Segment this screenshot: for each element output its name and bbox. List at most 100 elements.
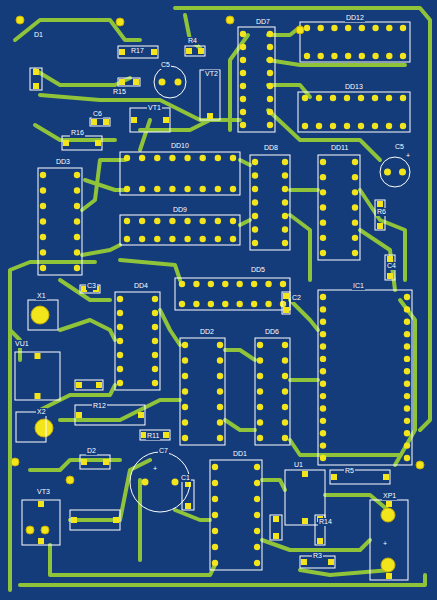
silkscreen-label: R16 <box>70 129 85 137</box>
pad <box>74 265 80 271</box>
silkscreen-label: C3 <box>86 282 97 290</box>
pad <box>182 435 188 441</box>
pad <box>257 373 263 379</box>
pad <box>377 223 383 229</box>
pad <box>252 159 258 165</box>
pad <box>252 172 258 178</box>
part-outline <box>70 510 120 530</box>
pad <box>117 380 123 386</box>
silkscreen-label: R4 <box>187 37 198 45</box>
part-outline <box>30 68 42 90</box>
pad <box>169 186 175 192</box>
pad <box>404 319 410 325</box>
terminal-pad <box>416 461 424 469</box>
connector-outline <box>16 412 46 442</box>
pad <box>71 517 77 523</box>
pad <box>400 123 406 129</box>
pad <box>230 155 236 161</box>
pad <box>254 560 260 566</box>
pad <box>138 412 144 418</box>
pad <box>185 503 191 509</box>
silkscreen-label: D1 <box>33 31 44 39</box>
trace <box>225 420 255 430</box>
ic-outline <box>318 290 412 465</box>
pad <box>33 83 39 89</box>
silkscreen-label: VT1 <box>147 104 162 112</box>
trace <box>40 385 115 410</box>
pad <box>182 357 188 363</box>
pad <box>320 368 326 374</box>
pad <box>74 218 80 224</box>
pad <box>404 418 410 424</box>
pad <box>40 234 46 240</box>
terminal-pad <box>381 508 395 522</box>
pad <box>179 281 185 287</box>
pad <box>257 388 263 394</box>
pad <box>163 432 169 438</box>
pad <box>352 250 358 256</box>
part-outline <box>118 78 140 86</box>
pad <box>267 83 273 89</box>
pad <box>320 159 326 165</box>
silkscreen-label: DD6 <box>264 328 280 336</box>
trace <box>35 125 115 140</box>
terminal-pad <box>381 558 395 572</box>
pad <box>91 119 97 125</box>
pad <box>320 442 326 448</box>
pad <box>400 95 406 101</box>
trace <box>185 15 200 48</box>
pad <box>331 25 337 31</box>
pad <box>119 49 125 55</box>
pad <box>40 172 46 178</box>
pad <box>318 53 324 59</box>
silkscreen-label: DD5 <box>250 266 266 274</box>
pad <box>38 538 44 544</box>
pad <box>193 301 199 307</box>
trace <box>268 110 380 160</box>
pad <box>152 366 158 372</box>
silkscreen-label: DD4 <box>133 282 149 290</box>
pad <box>257 404 263 410</box>
pad <box>404 380 410 386</box>
pad <box>320 319 326 325</box>
trace <box>360 230 395 290</box>
pad <box>320 418 326 424</box>
part-outline <box>140 430 170 440</box>
pad <box>124 236 130 242</box>
pad <box>152 310 158 316</box>
silkscreen-label: DD7 <box>255 18 271 26</box>
silkscreen-label: X1 <box>36 292 47 300</box>
pad <box>252 240 258 246</box>
pad <box>200 236 206 242</box>
pad <box>302 95 308 101</box>
ic-outline <box>255 338 290 445</box>
pad <box>265 301 271 307</box>
part-outline <box>75 380 103 390</box>
trace <box>60 280 110 300</box>
pad <box>117 310 123 316</box>
silkscreen-label: C1 <box>180 474 191 482</box>
pad <box>282 357 288 363</box>
pad <box>207 113 213 119</box>
pad <box>222 301 228 307</box>
pad <box>217 435 223 441</box>
pad <box>159 79 166 86</box>
pad <box>404 343 410 349</box>
pad <box>184 186 190 192</box>
trace <box>262 480 285 490</box>
pad <box>320 393 326 399</box>
pad <box>280 281 286 287</box>
silkscreen-label: U1 <box>293 461 304 469</box>
pad <box>139 218 145 224</box>
pad <box>282 226 288 232</box>
pad <box>316 123 322 129</box>
pad <box>404 368 410 374</box>
pad <box>33 69 39 75</box>
pad <box>117 352 123 358</box>
pad <box>320 331 326 337</box>
pad <box>139 186 145 192</box>
ic-outline <box>120 215 240 245</box>
pad <box>96 382 102 388</box>
pad <box>320 455 326 461</box>
